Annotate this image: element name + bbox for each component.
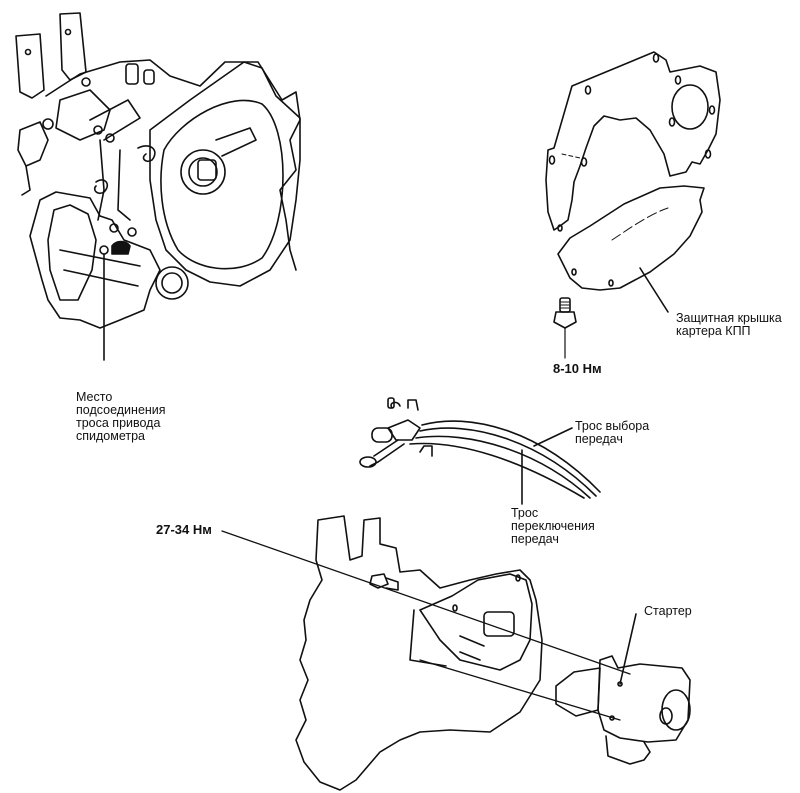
shift-cables: [359, 397, 601, 505]
label-cover-bolt-torque: 8-10 Нм: [553, 361, 602, 376]
label-line: подсоединения: [76, 403, 166, 417]
clutch-housing-plate: [545, 51, 721, 232]
label-line: Трос: [511, 506, 539, 520]
label-line: Место: [76, 390, 113, 404]
label-shift-cable: Трос переключения передач: [511, 507, 595, 546]
label-line: переключения: [511, 519, 595, 533]
label-line: передач: [575, 432, 623, 446]
label-line: спидометра: [76, 429, 146, 443]
label-line: передач: [511, 532, 559, 546]
starter-bolt: [369, 573, 399, 591]
protective-cover: [557, 185, 705, 313]
label-line: Трос выбора: [575, 419, 650, 433]
label-line: картера КПП: [676, 324, 751, 338]
transmission-assembly: [15, 12, 301, 361]
starter-motor: [555, 613, 691, 765]
label-starter-bolt-torque: 27-34 Нм: [156, 522, 212, 537]
cover-bolt: [553, 297, 577, 359]
label-line: Защитная крышка: [676, 311, 782, 325]
label-line: троса привода: [76, 416, 161, 430]
label-select-cable: Трос выбора передач: [575, 420, 649, 446]
label-speedometer-cable: Место подсоединения троса привода спидом…: [76, 391, 166, 443]
engine-block-outline: [221, 515, 631, 791]
label-starter: Стартер: [644, 604, 692, 618]
label-protective-cover: Защитная крышка картера КПП: [676, 312, 782, 338]
